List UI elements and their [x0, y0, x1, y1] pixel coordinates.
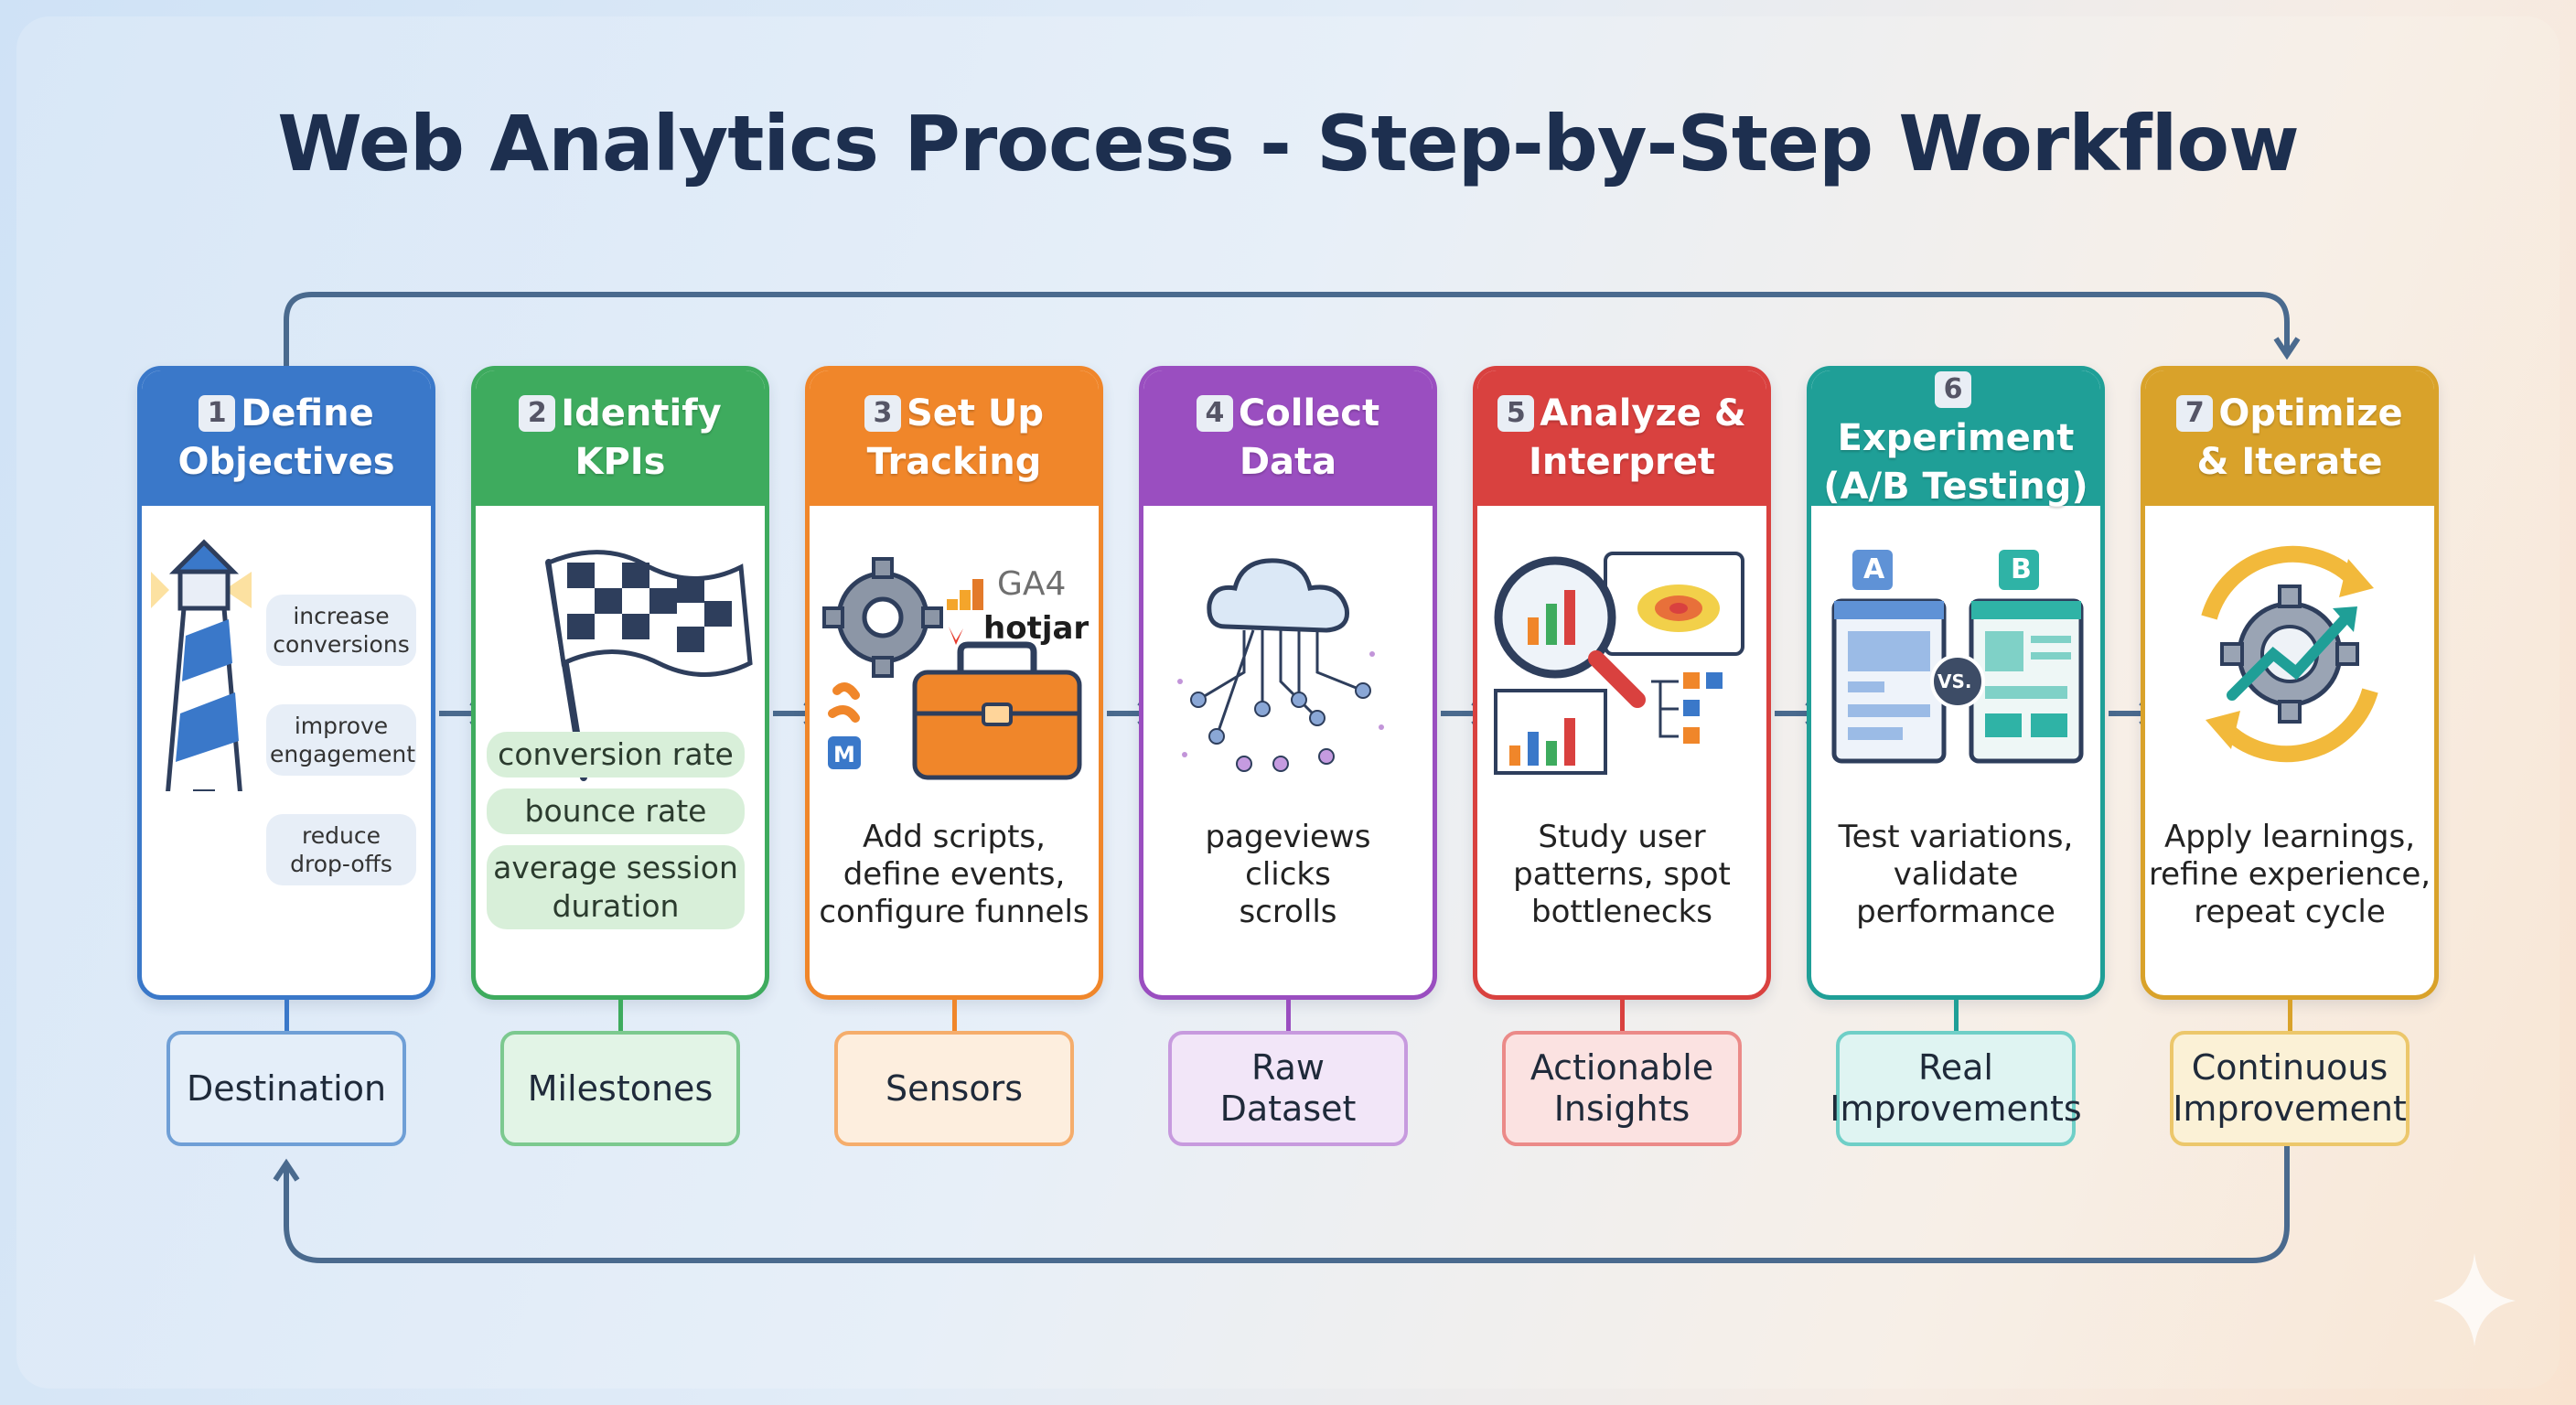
ab-test-icon [1831, 550, 2084, 764]
step-number-4: 4 [1196, 395, 1233, 432]
desc-line: bottlenecks [1531, 894, 1712, 930]
outcome-label-4: Raw Dataset [1168, 1031, 1408, 1146]
step-title-4: Collect Data [1238, 392, 1380, 483]
svg-text:M: M [833, 742, 855, 767]
bottom-loop-arrow [273, 1146, 2290, 1263]
connector-5 [1620, 1000, 1625, 1031]
outcome-label-2: Milestones [500, 1031, 740, 1146]
objective-bubble-1: increase conversions [266, 595, 416, 666]
desc-line: Study user [1538, 819, 1706, 855]
step-description-4: pageviews clicks scrolls [1143, 819, 1433, 931]
gear-cycle-icon [2201, 545, 2378, 763]
step-number-3: 3 [864, 395, 901, 432]
desc-line: define events, [843, 856, 1066, 893]
objective-bubble-3: reduce drop-offs [266, 814, 416, 885]
step-title-2: Identify KPIs [561, 392, 722, 483]
desc-line: Test variations, [1838, 819, 2074, 855]
sparkle-icon [2433, 1253, 2516, 1346]
outcome-label-6: Real Improvements [1830, 1031, 2082, 1146]
step-description-3: Add scripts, define events, configure fu… [810, 819, 1099, 931]
step-description-6: Test variations, validate performance [1811, 819, 2100, 931]
connector-4 [1286, 1000, 1291, 1031]
versus-badge: VS. [1937, 670, 1972, 692]
top-loop-arrow [284, 292, 2301, 366]
connector-7 [2288, 1000, 2292, 1031]
desc-line: patterns, spot [1513, 856, 1731, 893]
page-title: Web Analytics Process - Step-by-Step Wor… [277, 99, 2300, 188]
magnifier-chart-icon [1494, 552, 1744, 775]
checkered-flag-icon [545, 550, 753, 781]
connector-1 [284, 1000, 289, 1031]
outcome-label-5: Actionable Insights [1502, 1031, 1742, 1146]
step-title-7: Optimize & Iterate [2196, 392, 2403, 483]
step-number-1: 1 [199, 395, 236, 432]
step-header-6: 6Experiment (A/B Testing) [1811, 370, 2100, 508]
variant-a-badge: A [1863, 553, 1885, 585]
step-number-6: 6 [1935, 370, 1971, 408]
step-number-7: 7 [2176, 395, 2214, 432]
step-description-7: Apply learnings, refine experience, repe… [2145, 819, 2434, 931]
step-card-6: 6Experiment (A/B Testing) A B VS. Test v… [1807, 366, 2105, 1000]
cloud-network-icon [1177, 558, 1384, 772]
desc-line: Apply learnings, [2163, 819, 2416, 855]
step-number-5: 5 [1497, 395, 1535, 432]
desc-line: refine experience, [2148, 856, 2431, 893]
outcome-label-1: Destination [166, 1031, 406, 1146]
desc-line: validate [1893, 856, 2019, 893]
kpi-pill-3: average session duration [487, 845, 745, 929]
desc-line: repeat cycle [2194, 894, 2386, 930]
desc-line: performance [1856, 894, 2055, 930]
desc-line: clicks [1245, 856, 1331, 893]
step-title-1: Define Objectives [177, 392, 395, 483]
desc-line: scrolls [1239, 894, 1337, 930]
outcome-label-3: Sensors [834, 1031, 1074, 1146]
desc-line: pageviews [1205, 819, 1371, 855]
connector-3 [952, 1000, 957, 1031]
step-description-5: Study user patterns, spot bottlenecks [1477, 819, 1766, 931]
step-title-6: Experiment (A/B Testing) [1823, 416, 2088, 508]
hotjar-logo: hotjar [983, 610, 1089, 647]
variant-b-badge: B [2011, 553, 2032, 585]
outcome-label-7: Continuous Improvement [2170, 1031, 2410, 1146]
ga4-logo: GA4 [997, 565, 1067, 603]
kpi-pill-list: conversion rate bounce rate average sess… [487, 732, 745, 940]
desc-line: configure funnels [819, 894, 1089, 930]
objective-bubble-2: improve engagement [266, 704, 416, 776]
step-title-3: Set Up Tracking [866, 392, 1045, 483]
step-number-2: 2 [519, 395, 556, 432]
connector-6 [1954, 1000, 1959, 1031]
desc-line: Add scripts, [863, 819, 1046, 855]
kpi-pill-1: conversion rate [487, 732, 745, 778]
kpi-pill-2: bounce rate [487, 788, 745, 834]
step-title-5: Analyze & Interpret [1529, 392, 1746, 483]
connector-2 [618, 1000, 623, 1031]
lighthouse-icon [151, 539, 252, 791]
toolbox-icon: M [822, 557, 1082, 780]
